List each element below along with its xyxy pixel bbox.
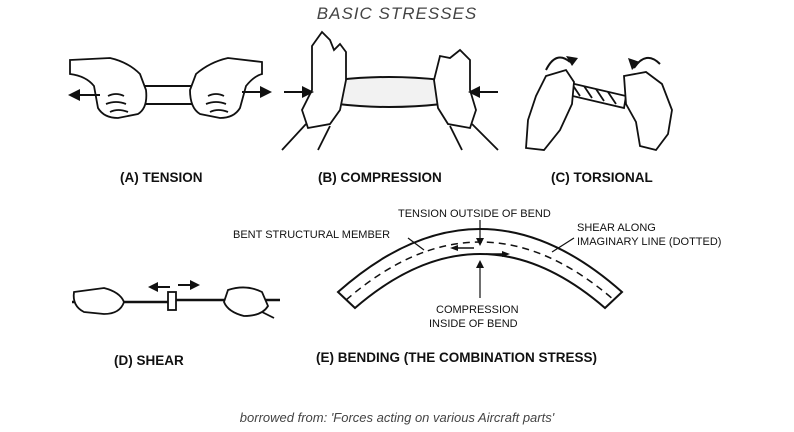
tension-arrow-left [68, 89, 100, 101]
right-hand-icon [189, 57, 263, 119]
compression-arrow-left [284, 86, 314, 98]
caption-tension: (A) TENSION [120, 170, 203, 185]
caption-bending: (E) BENDING (THE COMBINATION STRESS) [316, 350, 597, 365]
caption-shear: (D) SHEAR [114, 353, 184, 368]
twist-arrow-right [628, 57, 661, 70]
label-shear-line-2: IMAGINARY LINE (DOTTED) [577, 236, 722, 248]
label-compression-inside-1: COMPRESSION [436, 304, 519, 316]
bent-member-outline [336, 228, 624, 310]
tension-arrow-right [242, 86, 272, 98]
shear-joint [167, 291, 177, 311]
compression-arrow-right [468, 86, 498, 98]
label-bent-member: BENT STRUCTURAL MEMBER [233, 229, 391, 241]
left-hand-icon [525, 68, 575, 151]
caption-compression: (B) COMPRESSION [318, 170, 442, 185]
label-tension-outside: TENSION OUTSIDE OF BEND [398, 208, 551, 220]
left-hand-icon [72, 287, 125, 315]
leader-shear [551, 237, 575, 253]
twist-arrow-left [545, 56, 578, 71]
right-hand-icon [623, 71, 673, 152]
source-credit: borrowed from: 'Forces acting on various… [239, 410, 555, 425]
shear-arrow-right [178, 280, 200, 290]
diagram-title: BASIC STRESSES [316, 4, 478, 23]
label-compression-inside-2: INSIDE OF BEND [429, 318, 518, 330]
tension-arrow-down [476, 220, 484, 246]
shear-pair-arrows [450, 245, 510, 257]
label-shear-line-1: SHEAR ALONG [577, 222, 656, 234]
right-hand-icon [223, 286, 275, 319]
left-hand-icon [69, 57, 148, 119]
compression-arrow-up [476, 260, 484, 298]
shear-arrow-left [148, 282, 170, 292]
leader-bent-member [407, 237, 425, 251]
right-hand-icon [433, 48, 499, 151]
caption-torsional: (C) TORSIONAL [551, 170, 653, 185]
left-hand-icon [281, 30, 347, 151]
